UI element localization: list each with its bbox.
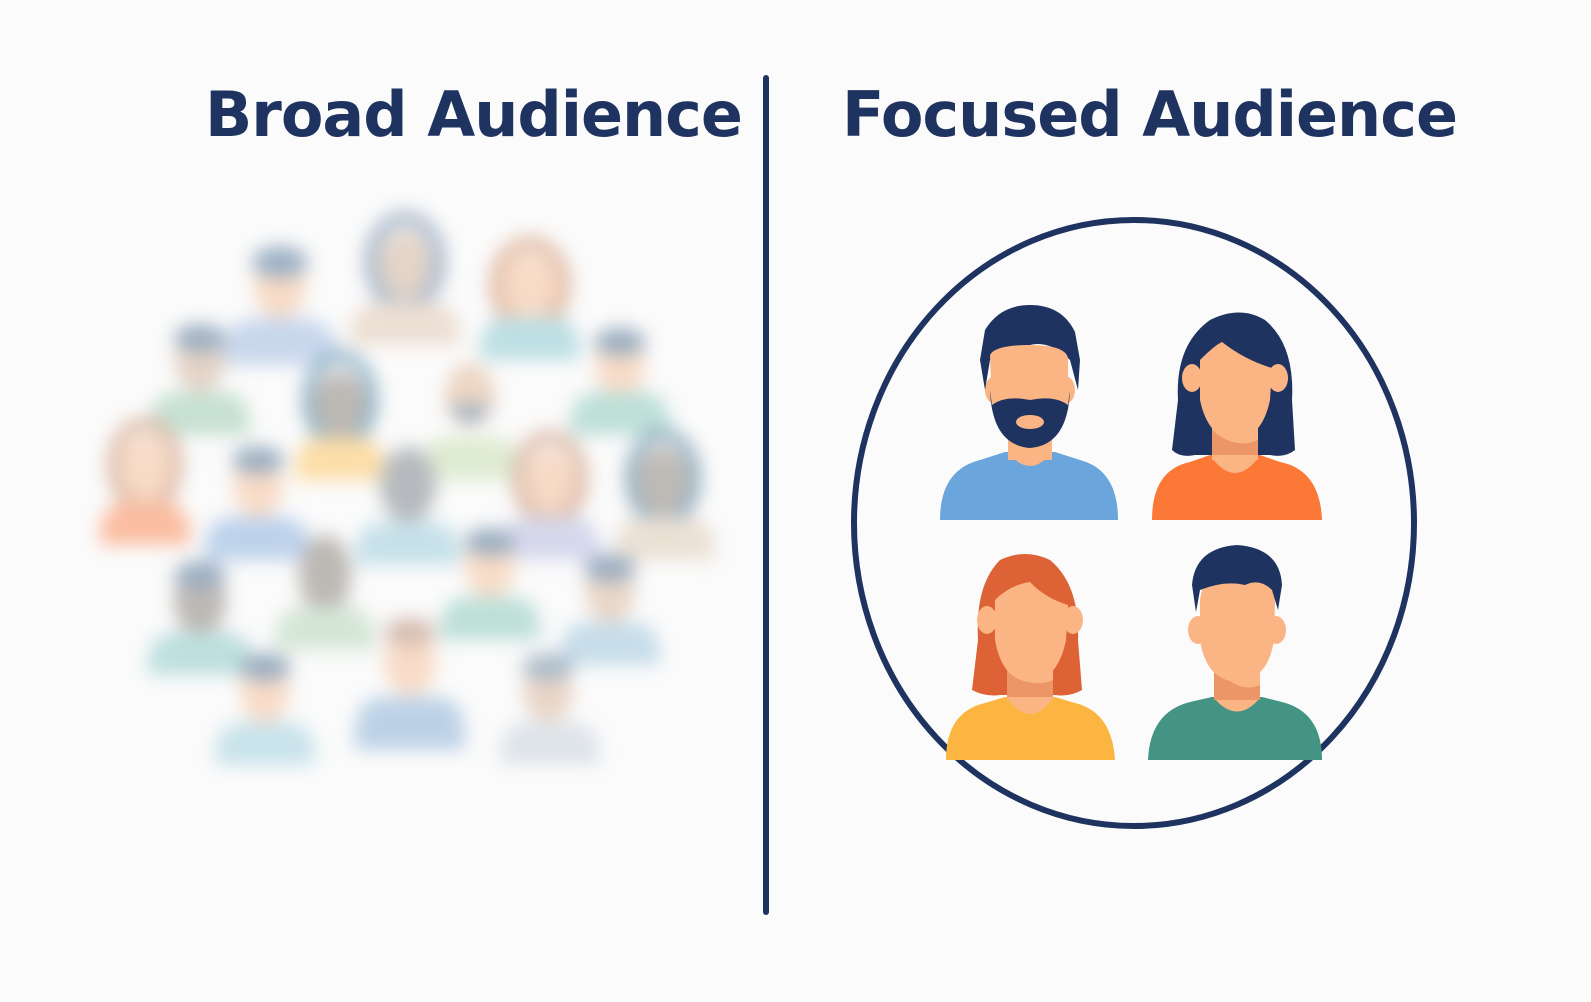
crowd-person bbox=[500, 430, 600, 560]
crowd-person bbox=[420, 363, 520, 480]
crowd-person bbox=[560, 554, 660, 665]
crowd-person bbox=[480, 236, 580, 360]
crowd-person bbox=[615, 428, 715, 560]
crowd-person bbox=[222, 246, 338, 365]
crowd-person bbox=[355, 618, 465, 750]
person-woman bbox=[1152, 312, 1322, 520]
crowd-person bbox=[500, 653, 600, 765]
broad-audience-title: Broad Audience bbox=[205, 78, 743, 151]
crowd-person bbox=[275, 535, 375, 650]
crowd-person bbox=[215, 653, 315, 765]
focused-audience-title: Focused Audience bbox=[842, 78, 1458, 151]
crowd-person bbox=[355, 447, 460, 565]
crowd-person bbox=[150, 324, 250, 435]
crowd-person bbox=[295, 350, 385, 480]
crowd-person bbox=[570, 328, 670, 435]
crowd-person bbox=[100, 417, 190, 545]
person-red-haired-woman bbox=[946, 554, 1115, 760]
crowd-person bbox=[440, 528, 540, 640]
person-young-man bbox=[1148, 545, 1322, 760]
person-bearded-man bbox=[940, 305, 1118, 520]
crowd-person bbox=[148, 561, 253, 675]
crowd-person bbox=[350, 211, 460, 345]
crowd-person bbox=[205, 446, 310, 560]
divider bbox=[763, 75, 769, 915]
focus-circle bbox=[851, 217, 1417, 829]
